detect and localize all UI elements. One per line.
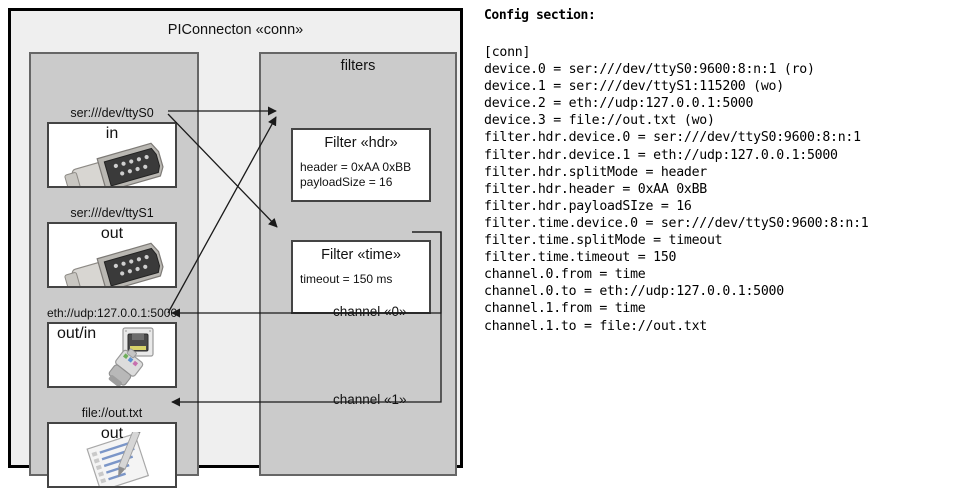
config-heading: Config section: bbox=[484, 8, 596, 23]
config-line: channel.0.to = eth://udp:127.0.0.1:5000 bbox=[484, 284, 784, 300]
channel-0-label: channel «0» bbox=[333, 304, 407, 319]
filter-hdr-title: Filter «hdr» bbox=[324, 135, 398, 151]
device-file-card[interactable]: out bbox=[47, 422, 177, 488]
diagram-panel: PIConnecton «conn» ser:///dev/ttyS0 in bbox=[0, 0, 475, 488]
config-body: [conn] device.0 = ser:///dev/ttyS0:9600:8… bbox=[484, 44, 869, 335]
serial-port-icon bbox=[64, 242, 164, 286]
text-file-icon bbox=[86, 432, 150, 486]
device-eth-card[interactable]: out/in bbox=[47, 322, 177, 388]
page-title: PIConnecton «conn» bbox=[167, 22, 304, 38]
serial-port-icon bbox=[64, 142, 164, 186]
config-line: device.0 = ser:///dev/ttyS0:9600:8:n:1 (… bbox=[484, 62, 815, 78]
config-line: [conn] bbox=[484, 45, 531, 60]
config-line: filter.hdr.header = 0xAA 0xBB bbox=[484, 181, 707, 197]
filter-time-title: Filter «time» bbox=[321, 247, 401, 263]
config-line: filter.hdr.device.0 = ser:///dev/ttyS0:9… bbox=[484, 130, 861, 146]
filter-time-props: timeout = 150 ms bbox=[293, 272, 429, 287]
device-file[interactable]: file://out.txt out bbox=[47, 406, 177, 488]
device-file-label: file://out.txt bbox=[81, 406, 143, 420]
config-line: channel.1.to = file://out.txt bbox=[484, 318, 707, 334]
config-line: filter.hdr.splitMode = header bbox=[484, 164, 707, 180]
filter-hdr-prop-header: header = 0xAA 0xBB bbox=[300, 160, 412, 174]
config-line: filter.time.splitMode = timeout bbox=[484, 233, 723, 249]
ethernet-icon bbox=[108, 327, 154, 386]
config-line: filter.time.timeout = 150 bbox=[484, 250, 677, 266]
filter-hdr-box[interactable]: Filter «hdr» header = 0xAA 0xBB payloadS… bbox=[291, 128, 431, 202]
config-line: device.3 = file://out.txt (wo) bbox=[484, 113, 715, 129]
filter-time-box[interactable]: Filter «time» timeout = 150 ms bbox=[291, 240, 431, 314]
device-ttys0-card[interactable]: in bbox=[47, 122, 177, 188]
filter-time-prop-timeout: timeout = 150 ms bbox=[300, 272, 393, 286]
config-line: device.1 = ser:///dev/ttyS1:115200 (wo) bbox=[484, 79, 784, 95]
config-panel: Config section: [conn] device.0 = ser:///… bbox=[481, 0, 964, 484]
device-eth-label: eth://udp:127.0.0.1:5000 bbox=[47, 306, 178, 320]
devices-group: ser:///dev/ttyS0 in bbox=[29, 52, 199, 488]
config-line: filter.hdr.device.1 = eth://udp:127.0.0.… bbox=[484, 147, 838, 163]
config-line: filter.hdr.payloadSIze = 16 bbox=[484, 198, 692, 214]
config-line: filter.time.device.0 = ser:///dev/ttyS0:… bbox=[484, 215, 869, 231]
device-ttys1[interactable]: ser:///dev/ttyS1 out bbox=[47, 206, 177, 288]
config-line: device.2 = eth://udp:127.0.0.1:5000 bbox=[484, 96, 754, 112]
filters-group-title: filters bbox=[340, 58, 376, 74]
device-eth[interactable]: eth://udp:127.0.0.1:5000 out/in bbox=[47, 306, 177, 388]
connector-frame: PIConnecton «conn» ser:///dev/ttyS0 in bbox=[8, 8, 463, 488]
filter-hdr-props: header = 0xAA 0xBB payloadSize = 16 bbox=[293, 160, 429, 190]
channel-1-label: channel «1» bbox=[333, 392, 407, 407]
device-eth-direction: out/in bbox=[57, 325, 97, 342]
filter-hdr-prop-payloadsize: payloadSize = 16 bbox=[300, 175, 393, 189]
device-ttys1-label: ser:///dev/ttyS1 bbox=[70, 206, 154, 220]
config-line: channel.1.from = time bbox=[484, 301, 646, 317]
device-ttys0-label: ser:///dev/ttyS0 bbox=[70, 106, 154, 120]
filters-group: filters Filter «hdr» header = 0xAA 0xBB … bbox=[259, 52, 457, 476]
device-ttys1-card[interactable]: out bbox=[47, 222, 177, 288]
device-ttys0[interactable]: ser:///dev/ttyS0 in bbox=[47, 106, 177, 188]
config-line: channel.0.from = time bbox=[484, 267, 646, 283]
